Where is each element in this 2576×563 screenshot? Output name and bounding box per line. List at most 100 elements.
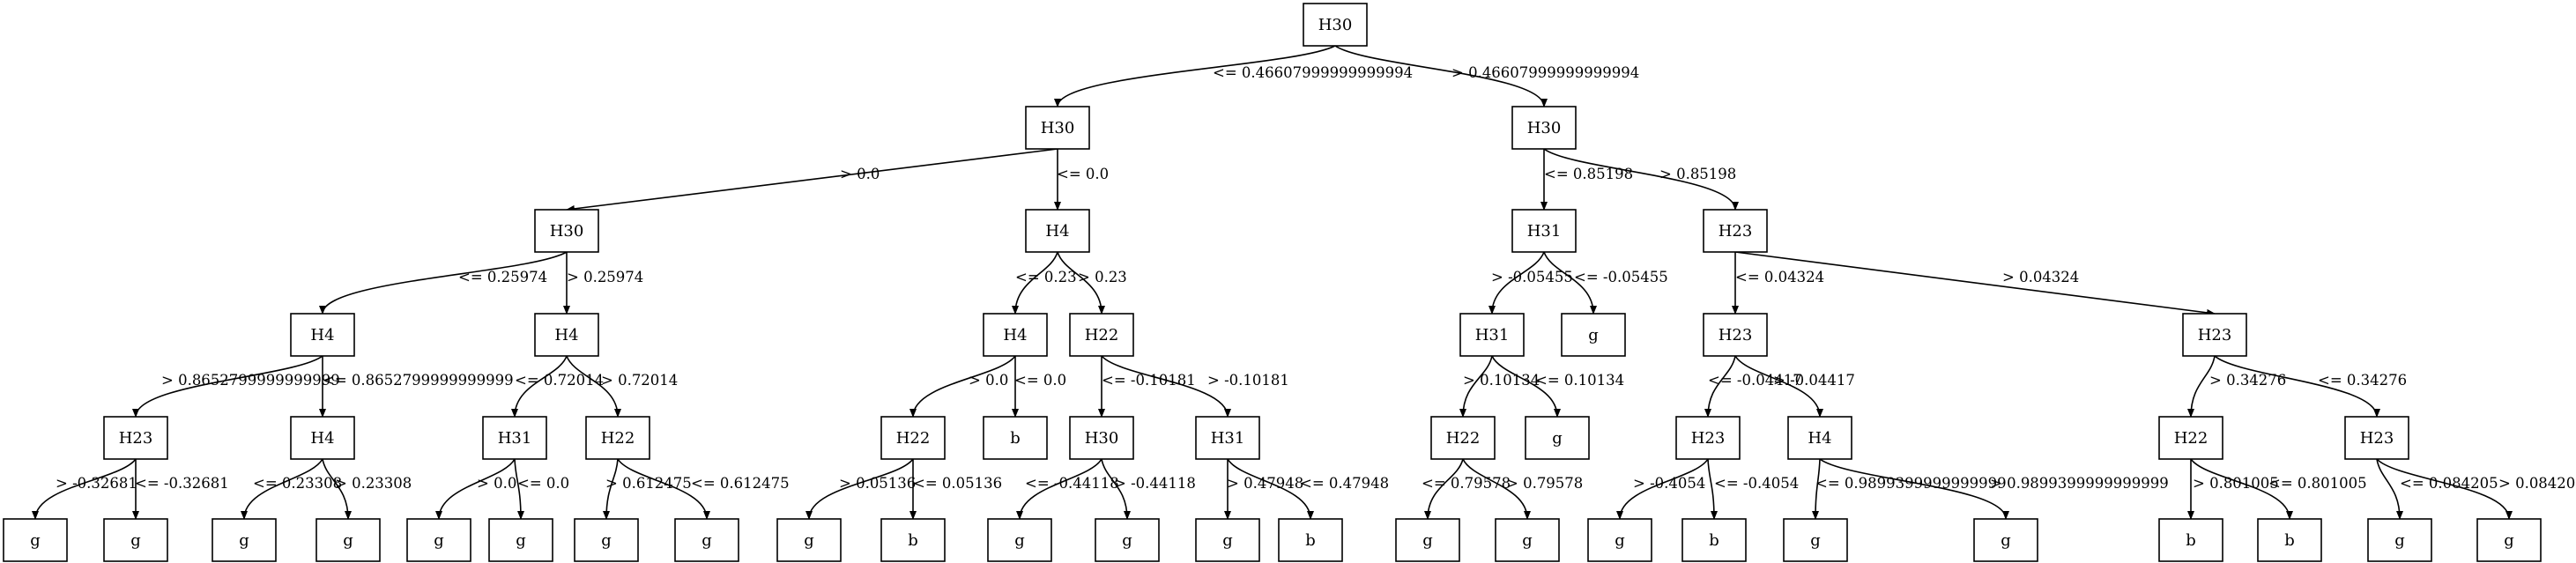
node-box [1069, 313, 1134, 357]
edge-label: > -0.05455 [1491, 269, 1573, 285]
edge-label: > -0.44118 [1114, 475, 1196, 492]
node-box [1025, 209, 1090, 253]
node-box [1511, 209, 1577, 253]
edge-n21-n40 [1101, 458, 1131, 520]
node-label: g [1222, 531, 1233, 550]
node-label: g [343, 531, 353, 550]
node-label: H22 [601, 429, 635, 448]
tree-node-n49: b [2158, 518, 2223, 562]
edge-label: > -0.04417 [1773, 372, 1855, 389]
edge-label: <= 0.46607999999999994 [1213, 64, 1413, 81]
node-label: g [601, 531, 612, 550]
node-label: H30 [1318, 16, 1353, 34]
edge-label: <= 0.23308 [253, 475, 342, 492]
node-label: H23 [1691, 429, 1726, 448]
node-box [1783, 518, 1848, 562]
tree-node-n35: g [574, 518, 639, 562]
tree-node-n45: g [1587, 518, 1652, 562]
node-box [1459, 313, 1525, 357]
tree-node-n5: H31 [1511, 209, 1577, 253]
edge-n27-n50 [2190, 458, 2293, 520]
node-box [2367, 518, 2432, 562]
tree-node-n11: H31 [1459, 313, 1525, 357]
edge-n0-n2 [1334, 45, 1548, 107]
edge-n3-n7 [319, 251, 568, 315]
node-box [2257, 518, 2322, 562]
tree-node-n43: g [1395, 518, 1460, 562]
edge-label: > 0.79578 [1506, 475, 1583, 492]
node-label: H4 [1808, 429, 1831, 448]
tree-node-n7: H4 [290, 313, 355, 357]
tree-node-n15: H23 [103, 416, 168, 460]
edge-label: > 0.23 [1078, 269, 1127, 285]
node-box [1430, 416, 1496, 460]
edge-label: <= -0.05455 [1574, 269, 1668, 285]
node-box [983, 313, 1048, 357]
node-label: H31 [1211, 429, 1245, 448]
node-label: b [2284, 531, 2295, 550]
edge-label: <= 0.0 [1014, 372, 1066, 389]
tree-node-n12: g [1561, 313, 1626, 357]
tree-node-n31: g [212, 518, 277, 562]
node-box [1069, 416, 1134, 460]
edge-label: <= 0.72014 [515, 372, 604, 389]
node-box [2158, 416, 2223, 460]
node-label: g [1422, 531, 1433, 550]
edge-label: > 0.084205 [2498, 475, 2576, 492]
edge-n11-n23 [1459, 355, 1493, 418]
node-label: H4 [1003, 326, 1027, 344]
node-label: g [1810, 531, 1821, 550]
edge-n17-n33 [435, 458, 516, 520]
tree-node-n52: g [2476, 518, 2542, 562]
node-box [534, 313, 599, 357]
edge-n4-n10 [1057, 251, 1105, 315]
node-label: H22 [1085, 326, 1119, 344]
node-box [1561, 313, 1626, 357]
node-label: g [2504, 531, 2514, 550]
node-label: H23 [1719, 222, 1753, 241]
node-label: H4 [554, 326, 578, 344]
edge-label: <= -0.4054 [1714, 475, 1799, 492]
node-box [406, 518, 471, 562]
edge-n22-n42 [1227, 458, 1314, 520]
node-box [1681, 518, 1747, 562]
edge-n26-n47 [1812, 458, 1821, 520]
node-box [2182, 313, 2247, 357]
node-box [488, 518, 553, 562]
edge-label: <= 0.0 [1057, 166, 1109, 182]
node-box [987, 518, 1052, 562]
node-label: H23 [1719, 326, 1753, 344]
node-label: H23 [2198, 326, 2232, 344]
edge-label: > 0.0 [477, 475, 516, 492]
node-box [1195, 416, 1260, 460]
node-label: g [30, 531, 41, 550]
node-box [103, 518, 168, 562]
node-label: H4 [1045, 222, 1069, 241]
edge-n13-n25 [1704, 355, 1736, 418]
tree-node-n25: H23 [1675, 416, 1741, 460]
node-box [1495, 518, 1560, 562]
node-box [1095, 518, 1160, 562]
node-label: g [1522, 531, 1533, 550]
tree-node-n34: g [488, 518, 553, 562]
tree-node-n30: g [103, 518, 168, 562]
edge-n9-n19 [909, 355, 1016, 418]
edge-label: > 0.34276 [2209, 372, 2286, 389]
tree-node-n0: H30 [1303, 3, 1368, 47]
edge-n14-n27 [2187, 355, 2216, 418]
tree-node-n36: g [674, 518, 739, 562]
edge-label: > 0.23308 [335, 475, 412, 492]
tree-node-n10: H22 [1069, 313, 1134, 357]
edge-label: <= 0.23 [1015, 269, 1077, 285]
tree-node-n9: H4 [983, 313, 1048, 357]
edge-n28-n51 [2376, 458, 2403, 520]
node-label: g [516, 531, 526, 550]
node-box [1511, 106, 1577, 150]
edge-label: > 0.0 [840, 166, 880, 182]
edge-label: > 0.10134 [1463, 372, 1540, 389]
edge-n17-n34 [514, 458, 524, 520]
node-label: g [1122, 531, 1132, 550]
tree-node-n40: g [1095, 518, 1160, 562]
node-label: H31 [498, 429, 532, 448]
